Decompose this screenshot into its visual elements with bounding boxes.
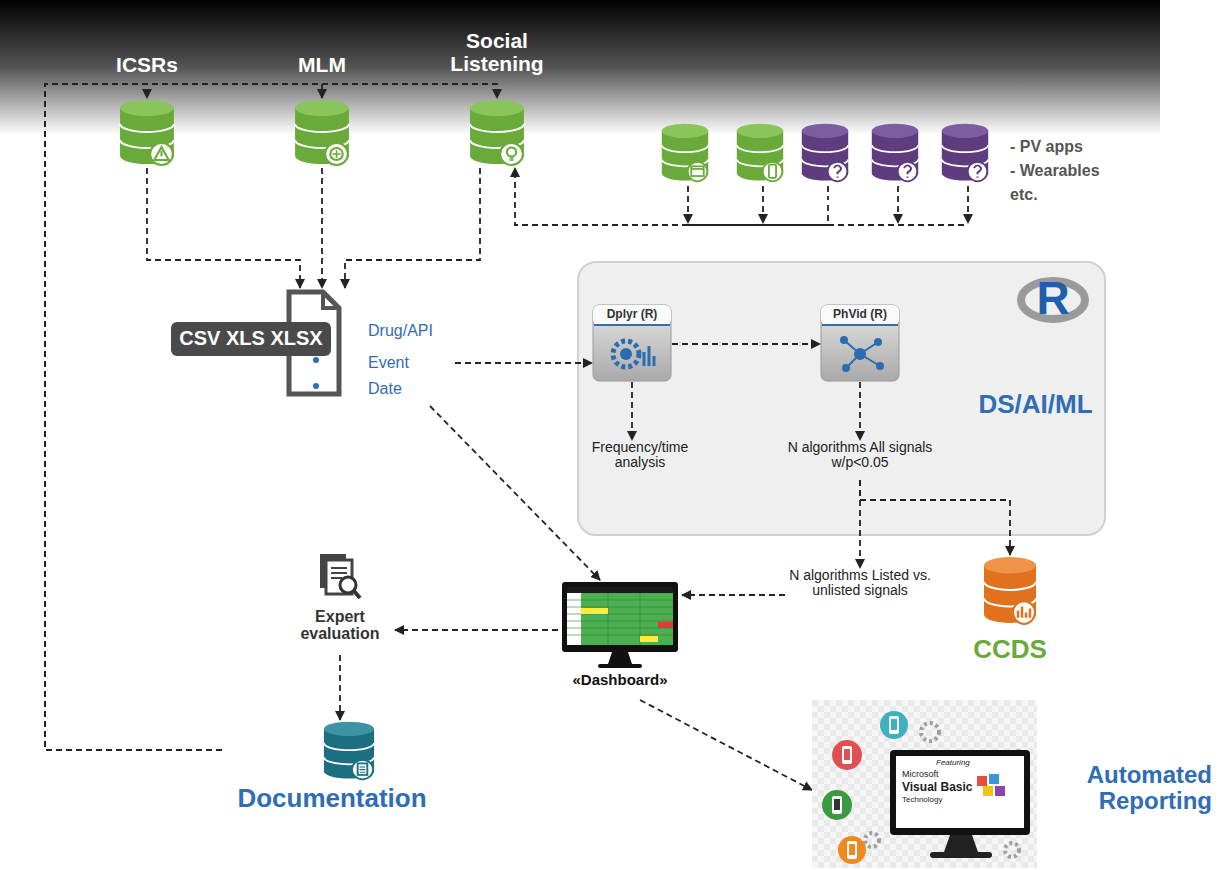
node-label: Date [368, 380, 453, 397]
node-icon [558, 580, 682, 670]
node-label: DS/AI/ML [973, 390, 1098, 418]
node-icon [468, 98, 526, 168]
database: Social Listening [468, 98, 526, 168]
node-label: Event [368, 354, 453, 371]
node-label: - Wearables [1010, 162, 1125, 179]
node-icon [322, 720, 376, 782]
node-icon [870, 122, 920, 184]
process-box: Dplyr (R) [592, 304, 672, 382]
file-node: CSV XLS XLSX Drug/API EventDate [165, 288, 455, 406]
logo-text: Technology [902, 796, 992, 804]
dashed-arrow [859, 382, 861, 440]
node-label: «Dashboard» [558, 672, 682, 688]
database: ICSRs [118, 98, 176, 168]
dashed-arrow [147, 168, 300, 288]
node-label: R [1018, 274, 1088, 324]
node-label: Documentation [222, 784, 442, 812]
dashed-arrow [682, 594, 785, 596]
node-icon [118, 98, 176, 168]
node-label: Frequency/time analysis [580, 440, 700, 470]
node-label: Social Listening [436, 30, 558, 75]
result-text: N algorithms All signals w/p<0.05 [785, 440, 935, 480]
dashed-arrow [631, 382, 633, 440]
dashed-arrow [395, 629, 558, 631]
database: CCDS [960, 555, 1060, 670]
node-label: CSV XLS XLSX [171, 322, 331, 356]
dashed-arrow [859, 480, 861, 568]
node-label: Dplyr (R) [592, 308, 672, 321]
result-text: N algorithms Listed vs. unlisted signals [785, 568, 935, 622]
process-box: PhVid (R) [820, 304, 900, 382]
logo-text: Featuring [936, 759, 1016, 767]
logo-text: Visual Basic [902, 781, 1002, 794]
database: MLM [293, 98, 351, 168]
logo-text: Microsoft [902, 770, 992, 779]
node-icon [293, 98, 351, 168]
node-label: MLM [263, 54, 381, 77]
r-panel [578, 262, 1105, 535]
node-label: ICSRs [88, 54, 206, 77]
node-icon [735, 122, 785, 184]
node-icon [940, 122, 990, 184]
dashboard: «Dashboard» [558, 580, 682, 700]
database: Documentation [222, 720, 442, 818]
node-label: etc. [1010, 186, 1125, 203]
dashed-arrow [345, 168, 480, 288]
dashed-arrow [339, 655, 341, 720]
header-band [0, 0, 1160, 135]
dashed-arrow [455, 362, 592, 364]
node-label: N algorithms Listed vs. unlisted signals [785, 568, 935, 598]
dashed-arrow [430, 406, 600, 580]
node-icon [800, 122, 850, 184]
report-node: Automated Reporting [812, 700, 1217, 868]
dashed-arrow [640, 700, 812, 790]
analysis-panel: R DS/AI/ML Dplyr (R) PhVid (R) Frequency/tim… [578, 262, 1105, 535]
node-icon [982, 555, 1038, 627]
node-icon [318, 552, 362, 600]
node-label: Automated Reporting [1080, 762, 1212, 814]
node-label: Drug/API [368, 322, 453, 339]
node-label: Expert evaluation [285, 608, 395, 643]
dashed-arrow [45, 84, 222, 750]
node-label: PhVid (R) [820, 308, 900, 321]
dashed-arrow [45, 84, 322, 750]
dashed-arrow [321, 168, 323, 288]
expert-node: Expert evaluation [285, 550, 395, 655]
node-icon [660, 122, 710, 184]
node-label: - PV apps [1010, 138, 1125, 155]
node-label: CCDS [960, 635, 1060, 663]
dashed-arrow [860, 480, 1010, 555]
dashed-arrow [672, 343, 820, 345]
dashed-arrow [45, 84, 497, 750]
source-group: - PV apps - Wearables etc. [650, 118, 1130, 205]
node-label: N algorithms All signals w/p<0.05 [785, 440, 935, 470]
result-text: Frequency/time analysis [580, 440, 700, 480]
